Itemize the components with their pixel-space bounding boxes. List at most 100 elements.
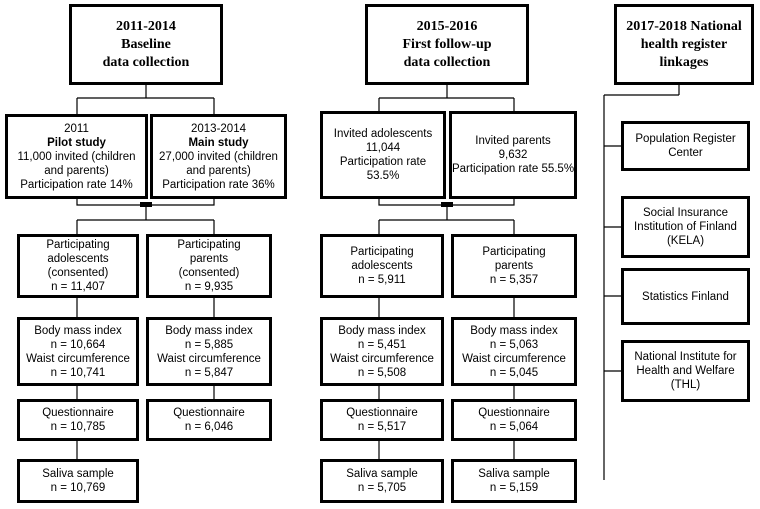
register-label: Statistics Finland xyxy=(642,290,729,303)
box-line: adolescents xyxy=(351,260,413,272)
header-baseline: 2011-2014 Baseline data collection xyxy=(69,4,223,85)
register-statistics-finland: Statistics Finland xyxy=(621,268,750,325)
box-line: Invited parents xyxy=(475,135,551,147)
box-line: Body mass index xyxy=(34,324,122,337)
study-rate: Participation rate 36% xyxy=(162,178,275,191)
register-label: Social Insurance Institution of Finland … xyxy=(634,207,737,247)
baseline-participating-parents: Participating parents (consented) n = 9,… xyxy=(146,234,272,298)
study-invited: 11,000 invited (children and parents) xyxy=(17,150,136,177)
register-label: National Institute for Health and Welfar… xyxy=(634,351,737,391)
register-thl: National Institute for Health and Welfar… xyxy=(621,340,750,402)
followup-adolescents-questionnaire: Questionnaire n = 5,517 xyxy=(320,399,444,441)
box-line: Participating xyxy=(350,246,414,258)
box-line: n = 9,935 xyxy=(184,281,234,293)
box-line: n = 5,911 xyxy=(358,274,406,286)
box-line: Waist circumference xyxy=(330,352,434,365)
box-line: 53.5% xyxy=(366,170,400,182)
header-line: data collection xyxy=(403,54,491,70)
box-line: n = 5,357 xyxy=(489,274,539,286)
header-line: linkages xyxy=(659,54,709,70)
box-line: Waist circumference xyxy=(26,352,130,365)
study-name: Pilot study xyxy=(47,136,106,149)
header-register: 2017-2018 National health register linka… xyxy=(614,4,754,85)
box-line: n = 5,705 xyxy=(357,482,407,494)
main-study-box: 2013-2014 Main study 27,000 invited (chi… xyxy=(150,114,287,199)
header-followup: 2015-2016 First follow-up data collectio… xyxy=(365,4,529,85)
box-line: n = 5,508 xyxy=(357,366,407,379)
study-invited: 27,000 invited (children and parents) xyxy=(159,150,278,177)
box-line: Body mass index xyxy=(338,324,426,337)
box-line: n = 5,159 xyxy=(489,482,539,494)
followup-participating-adolescents: Participating adolescents n = 5,911 xyxy=(320,234,444,298)
box-line: Questionnaire xyxy=(346,407,418,419)
register-label: Population Register Center xyxy=(635,133,736,159)
box-line: Waist circumference xyxy=(462,352,566,365)
merge-marker xyxy=(140,202,152,207)
followup-invited-adolescents: Invited adolescents 11,044 Participation… xyxy=(320,111,446,199)
study-rate: Participation rate 14% xyxy=(20,178,133,191)
baseline-parents-bmi: Body mass index n = 5,885 Waist circumfe… xyxy=(146,317,272,386)
box-line: Participation rate xyxy=(339,156,427,168)
box-line: Participating xyxy=(482,246,546,258)
header-line: 2017-2018 National xyxy=(626,18,742,34)
header-line: Baseline xyxy=(121,36,171,52)
box-line: Questionnaire xyxy=(42,407,114,419)
followup-invited-parents: Invited parents 9,632 Participation rate… xyxy=(449,111,577,199)
box-line: (consented) xyxy=(178,267,240,279)
header-line: health register xyxy=(640,36,728,52)
box-line: adolescents xyxy=(47,253,109,265)
followup-participating-parents: Participating parents n = 5,357 xyxy=(451,234,577,298)
followup-parents-bmi: Body mass index n = 5,063 Waist circumfe… xyxy=(451,317,577,386)
box-line: 9,632 xyxy=(498,149,528,161)
box-line: n = 10,741 xyxy=(50,366,106,379)
baseline-participating-adolescents: Participating adolescents (consented) n … xyxy=(17,234,139,298)
followup-parents-saliva: Saliva sample n = 5,159 xyxy=(451,459,577,503)
box-line: n = 11,407 xyxy=(51,281,105,293)
baseline-adolescents-saliva: Saliva sample n = 10,769 xyxy=(17,459,139,503)
box-line: Questionnaire xyxy=(173,407,245,419)
header-line: data collection xyxy=(102,54,190,70)
study-year: 2011 xyxy=(64,122,89,135)
box-line: Questionnaire xyxy=(478,407,550,419)
box-line: parents xyxy=(494,260,534,272)
box-line: n = 5,517 xyxy=(357,421,407,433)
box-line: n = 10,769 xyxy=(50,482,106,494)
box-line: Participation rate 55.5% xyxy=(451,163,575,175)
box-line: Saliva sample xyxy=(478,468,550,480)
box-line: Invited adolescents xyxy=(333,128,433,140)
box-line: parents xyxy=(189,253,229,265)
box-line: n = 5,064 xyxy=(489,421,539,433)
register-population-register-center: Population Register Center xyxy=(621,121,750,171)
baseline-adolescents-questionnaire: Questionnaire n = 10,785 xyxy=(17,399,139,441)
register-kela: Social Insurance Institution of Finland … xyxy=(621,196,750,258)
box-line: n = 5,847 xyxy=(184,366,234,379)
followup-adolescents-saliva: Saliva sample n = 5,705 xyxy=(320,459,444,503)
baseline-adolescents-bmi: Body mass index n = 10,664 Waist circumf… xyxy=(17,317,139,386)
box-line: Waist circumference xyxy=(157,352,261,365)
box-line: n = 5,885 xyxy=(184,338,234,351)
header-line: First follow-up xyxy=(402,36,492,52)
box-line: Saliva sample xyxy=(42,468,114,480)
box-line: n = 5,451 xyxy=(357,338,407,351)
box-line: Saliva sample xyxy=(346,468,418,480)
box-line: 11,044 xyxy=(365,142,401,154)
study-name: Main study xyxy=(188,136,249,149)
box-line: (consented) xyxy=(47,267,109,279)
box-line: Body mass index xyxy=(470,324,558,337)
pilot-study-box: 2011 Pilot study 11,000 invited (childre… xyxy=(5,114,148,199)
box-line: n = 6,046 xyxy=(184,421,234,433)
box-line: Participating xyxy=(46,239,110,251)
header-line: 2011-2014 xyxy=(116,18,176,34)
box-line: n = 10,664 xyxy=(50,338,106,351)
box-line: n = 5,045 xyxy=(489,366,539,379)
header-line: 2015-2016 xyxy=(416,18,478,34)
baseline-parents-questionnaire: Questionnaire n = 6,046 xyxy=(146,399,272,441)
study-year: 2013-2014 xyxy=(191,122,246,135)
followup-adolescents-bmi: Body mass index n = 5,451 Waist circumfe… xyxy=(320,317,444,386)
box-line: Body mass index xyxy=(165,324,253,337)
merge-marker xyxy=(441,202,453,207)
box-line: Participating xyxy=(177,239,241,251)
followup-parents-questionnaire: Questionnaire n = 5,064 xyxy=(451,399,577,441)
